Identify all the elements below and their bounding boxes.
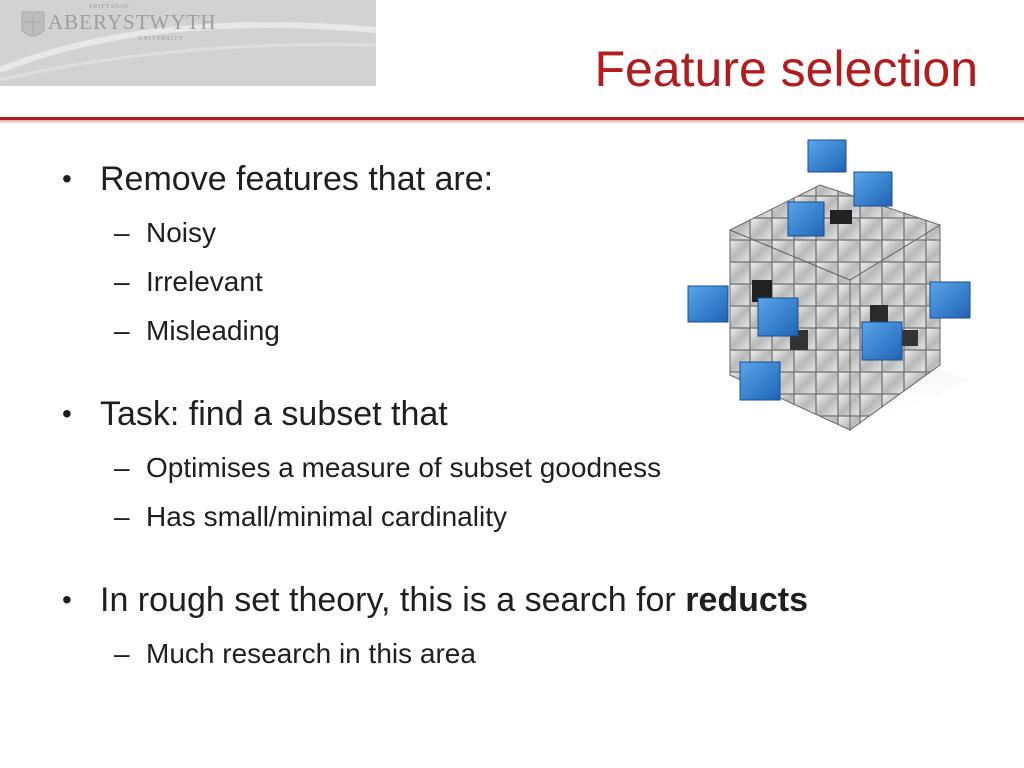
bullet-item: •Remove features that are: (62, 160, 494, 198)
bullet-group: •Remove features that are: –Noisy –Irrel… (60, 150, 960, 355)
bullet-text: Remove features that are: (100, 160, 494, 198)
bullet-text: Task: find a subset that (100, 395, 448, 433)
bullet-group: •Task: find a subset that –Optimises a m… (60, 385, 960, 541)
bullet-text-prefix: In rough set theory, this is a search fo… (100, 581, 686, 619)
sub-bullet-text: Optimises a measure of subset goodness (146, 452, 662, 483)
bullet-text-bold: reducts (685, 581, 809, 619)
title-divider (0, 117, 1024, 120)
logo-swoosh (0, 11, 376, 82)
logo-sub-text: UNIVERSITY (138, 36, 184, 42)
sub-bullet-item: –Much research in this area (114, 638, 476, 669)
cube-illustration (687, 139, 971, 431)
sub-bullet-text: Irrelevant (146, 266, 263, 297)
sub-bullet-item: –Noisy (114, 217, 217, 248)
sub-bullet-item: –Optimises a measure of subset goodness (114, 452, 662, 483)
sub-bullet-text: Much research in this area (146, 638, 476, 669)
logo-name: ABERYSTWYTH (48, 10, 217, 34)
university-logo-banner: PRIFYSGOL ABERYSTWYTH UNIVERSITY (0, 0, 376, 86)
bullet-list: •Remove features that are: –Noisy –Irrel… (60, 150, 960, 708)
university-crest-icon (21, 11, 45, 37)
sub-bullet-item: –Irrelevant (114, 266, 263, 297)
bullet-item: •In rough set theory, this is a search f… (62, 581, 809, 619)
sub-bullet-text: Noisy (146, 217, 217, 248)
slide-title: Feature selection (594, 41, 978, 97)
sub-bullet-text: Misleading (146, 315, 280, 346)
sub-bullet-text: Has small/minimal cardinality (146, 501, 507, 532)
bullet-item: •Task: find a subset that (62, 395, 448, 433)
title-divider-shadow (0, 120, 1024, 124)
sub-bullet-item: –Has small/minimal cardinality (114, 501, 507, 532)
sub-bullet-item: –Misleading (114, 315, 280, 346)
bullet-group: •In rough set theory, this is a search f… (60, 571, 960, 678)
logo-top-text: PRIFYSGOL (89, 4, 131, 10)
